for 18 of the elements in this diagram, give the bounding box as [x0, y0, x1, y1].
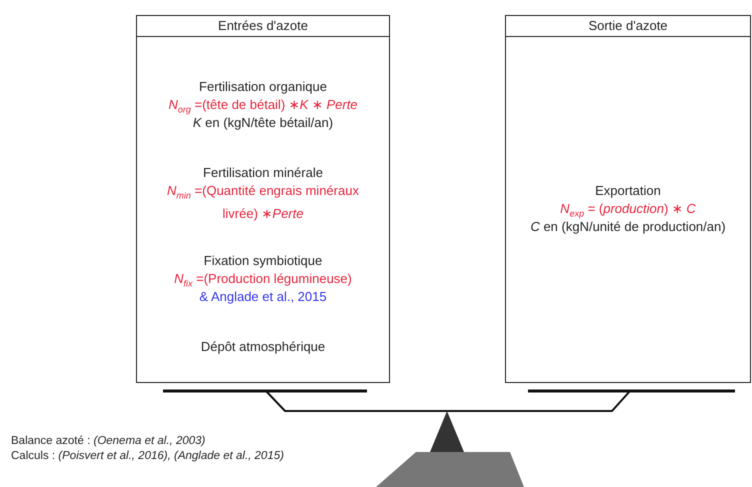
formula-text: N$_{exp}$ = (production) ∗ C [559, 200, 697, 221]
reference-note: Calculs : (Poisvert et al., 2016), (Anglade et al., 2015) [11, 449, 284, 464]
panel-text: Exportation [594, 182, 662, 200]
panel-text: C en (kgN/unité de production/an) [529, 218, 727, 236]
formula-text: N$_{org}$ =(tête de bétail) ∗K ∗ Perte [167, 96, 359, 117]
panel-text: Fertilisation minérale [202, 164, 324, 182]
formula-text: N$_{min}$ =(Quantité engrais minéraux livrée) ∗Perte [166, 182, 360, 223]
panel-text: K en (kgN/tête bétail/an) [192, 114, 334, 132]
formula-text: N$_{fix}$ =(Production légumineuse) [173, 270, 353, 291]
panel-text: Dépôt atmosphérique [200, 338, 326, 356]
panel-text: Fertilisation organique [198, 78, 328, 96]
panel-text: & Anglade et al., 2015 [198, 288, 328, 306]
panel-text: Fixation symbiotique [202, 252, 324, 270]
reference-note: Balance azoté : (Oenema et al., 2003) [11, 434, 206, 449]
panel-title: Entrées d'azote [217, 18, 309, 33]
panel-title: Sortie d'azote [587, 18, 669, 33]
panel-box [136, 15, 390, 383]
panel-box [505, 15, 751, 383]
